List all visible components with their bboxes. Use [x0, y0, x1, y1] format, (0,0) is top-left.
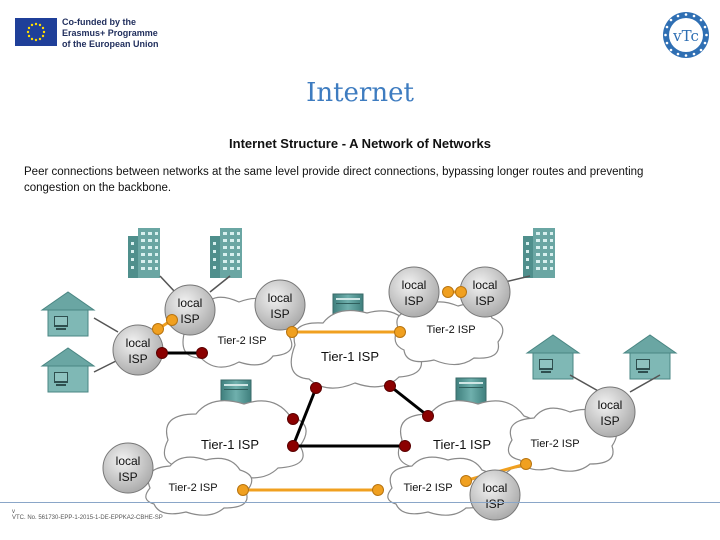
router-dot	[310, 382, 322, 394]
eu-text-line: Erasmus+ Programme	[62, 28, 158, 38]
backbone-links	[162, 351, 429, 448]
local-isp-label: local	[473, 278, 498, 292]
peer-dot	[166, 314, 178, 326]
local-isp-label: local	[268, 291, 293, 305]
figure-caption-line-2: congestion on the backbone.	[24, 182, 171, 194]
local-isp-label: ISP	[475, 294, 494, 308]
local-isp-label: local	[598, 398, 623, 412]
building-icon	[523, 228, 555, 278]
eu-funding-text: Co-funded by the Erasmus+ Programme of t…	[62, 17, 192, 50]
figure-title: Internet Structure - A Network of Networ…	[229, 136, 491, 151]
router-dot	[287, 440, 299, 452]
local-isp-label: ISP	[270, 307, 289, 321]
peer-dot	[152, 323, 164, 335]
eu-flag-logo	[15, 18, 57, 46]
footer-mark: v	[12, 509, 15, 515]
local-isp-label: local	[402, 278, 427, 292]
local-isp-node	[584, 386, 636, 438]
local-isp-label: ISP	[600, 414, 619, 428]
router-dot	[287, 413, 299, 425]
router-dot	[196, 347, 208, 359]
label-tier1-right: Tier-1 ISP	[433, 437, 491, 452]
peer-dot	[455, 286, 467, 298]
vtc-logo-text: vTc	[672, 27, 699, 45]
peer-dot	[460, 475, 472, 487]
access-links	[93, 275, 661, 393]
router-dot	[156, 347, 168, 359]
house-icon	[623, 334, 677, 380]
local-isp-label: ISP	[128, 352, 147, 366]
router-dot	[422, 410, 434, 422]
label-tier1-left: Tier-1 ISP	[201, 437, 259, 452]
figure-caption-line-1: Peer connections between networks at the…	[24, 166, 643, 178]
peer-dot	[394, 326, 406, 338]
label-tier1-top: Tier-1 ISP	[321, 349, 379, 364]
local-isp-node	[459, 266, 511, 318]
local-isp-label: ISP	[404, 294, 423, 308]
slide-title: Internet	[306, 78, 414, 108]
house-icon	[41, 291, 95, 337]
local-isp-label: local	[178, 296, 203, 310]
footer-divider	[0, 502, 720, 503]
label-tier2-bottom-left: Tier-2 ISP	[168, 482, 217, 494]
local-isp-node	[164, 284, 216, 336]
label-tier2-bottom-right: Tier-2 ISP	[403, 482, 452, 494]
house-icon	[526, 334, 580, 380]
footer-project-number: VTC. No. 561730-EPP-1-2015-1-DE-EPPKA2-C…	[12, 515, 163, 521]
peer-dot	[286, 326, 298, 338]
eu-text-line: of the European Union	[62, 39, 159, 49]
peer-dot	[442, 286, 454, 298]
local-isp-node	[102, 442, 154, 494]
vtc-logo: vTc	[663, 12, 709, 58]
local-isp-label: local	[483, 481, 508, 495]
router-dot	[399, 440, 411, 452]
eu-text-line: Co-funded by the	[62, 17, 136, 27]
local-isp-label: ISP	[118, 470, 137, 484]
label-tier2-right: Tier-2 ISP	[530, 438, 579, 450]
local-isp-label: ISP	[485, 497, 504, 511]
router-dot	[384, 380, 396, 392]
label-tier2-top-left: Tier-2 ISP	[217, 335, 266, 347]
building-icon	[128, 228, 160, 278]
local-isp-label: local	[126, 336, 151, 350]
local-isp-node	[254, 279, 306, 331]
label-tier2-top-right: Tier-2 ISP	[426, 324, 475, 336]
peer-dot	[237, 484, 249, 496]
local-isp-node	[469, 469, 521, 521]
peer-dot	[520, 458, 532, 470]
building-icon	[210, 228, 242, 278]
peer-dot	[372, 484, 384, 496]
local-isp-label: ISP	[180, 312, 199, 326]
local-isp-node	[388, 266, 440, 318]
house-icon	[41, 347, 95, 393]
local-isp-label: local	[116, 454, 141, 468]
